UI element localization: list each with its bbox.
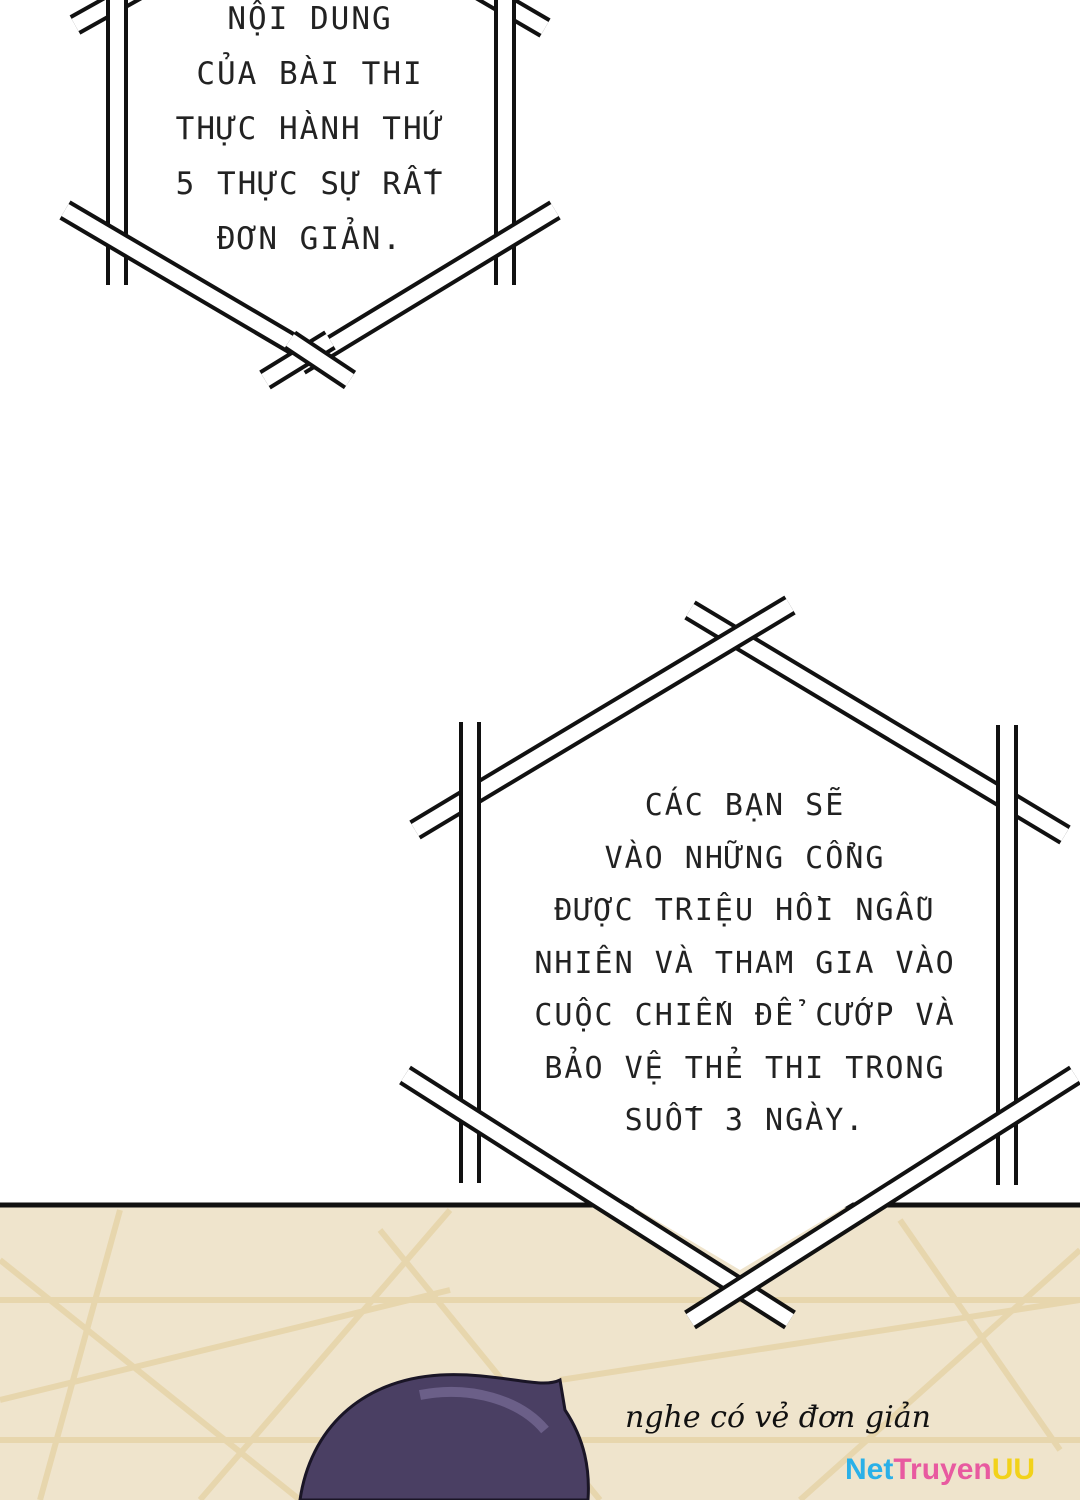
bubble-line: CỦA BÀI THI: [196, 56, 424, 92]
bubble-line: VÀO NHỮNG CỔNG: [604, 840, 886, 876]
frame-beam: [483, 0, 549, 35]
bubble-line: CÁC BẠN SẼ: [644, 788, 846, 823]
frame-beam: [61, 203, 324, 367]
bubble-line: NỘI DUNG: [227, 1, 393, 37]
speech-bubble-top: NỘI DUNG CỦA BÀI THI THỰC HÀNH THỨ 5 THỰ…: [110, 0, 510, 267]
bubble-line: ĐƠN GIẢN.: [217, 221, 403, 257]
speech-bubble-frames: [59, 0, 1080, 1330]
speech-bubble-frame: [470, 650, 1007, 1270]
watermark-part: Truyen: [893, 1453, 992, 1486]
bubble-line: 5 THỰC SỰ RẤT: [175, 166, 445, 202]
frame-beam: [296, 204, 559, 371]
speech-bubble-middle: CÁC BẠN SẼ VÀO NHỮNG CỔNG ĐƯỢC TRIỆU HỒI…: [480, 780, 1010, 1148]
frame-beam: [286, 334, 354, 386]
speech-bubble-frame: [117, 0, 505, 350]
bubble-line: THỰC HÀNH THỨ: [175, 111, 445, 147]
hair-highlight: [419, 1387, 549, 1434]
caption-text: nghe có vẻ đơn giản: [625, 1400, 931, 1435]
bubble-line: BẢO VỆ THẺ THI TRONG: [544, 1050, 946, 1086]
frame-beam: [686, 1069, 1079, 1326]
bubble-line: NHIÊN VÀ THAM GIA VÀO: [534, 945, 956, 981]
bubble-line: CUỘC CHIẾN ĐỂ CƯỚP VÀ: [534, 998, 956, 1033]
frame-beam: [401, 1069, 794, 1326]
watermark: NetTruyenUU: [845, 1452, 1035, 1488]
bubble-line: SUỐT 3 NGÀY.: [624, 1103, 866, 1138]
watermark-part: Net: [845, 1453, 894, 1486]
watermark-part: UU: [991, 1453, 1036, 1486]
bubble-line: ĐƯỢC TRIỆU HỒI NGẪU: [554, 893, 936, 928]
frame-beam: [71, 0, 134, 32]
